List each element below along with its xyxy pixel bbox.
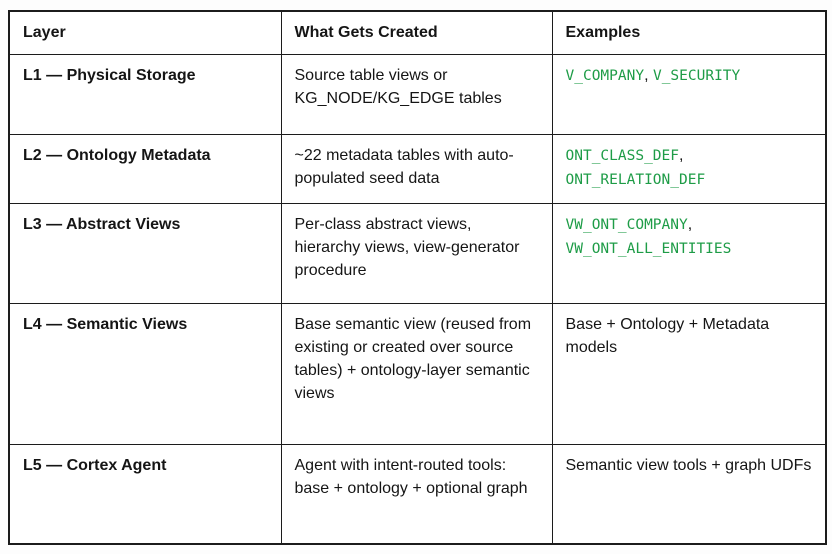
code-text: VW_ONT_COMPANY xyxy=(565,216,688,233)
created-cell: ~22 metadata tables with auto-populated … xyxy=(280,133,553,204)
examples-cell: ONT_CLASS_DEF, ONT_RELATION_DEF xyxy=(551,133,827,204)
layer-cell: L1 — Physical Storage xyxy=(8,53,282,135)
layer-cell: L3 — Abstract Views xyxy=(8,202,282,304)
created-cell: Agent with intent-routed tools: base + o… xyxy=(280,443,553,545)
created-cell: Base semantic view (reused from existing… xyxy=(280,302,553,445)
code-text: V_SECURITY xyxy=(652,67,741,84)
layer-cell: L4 — Semantic Views xyxy=(8,302,282,445)
plain-text: Semantic view tools + graph UDFs xyxy=(565,456,812,474)
examples-cell: Base + Ontology + Metadata models xyxy=(551,302,827,445)
plain-text: , xyxy=(687,215,693,233)
table-row: L2 — Ontology Metadata~22 metadata table… xyxy=(8,133,827,204)
header-row: Layer What Gets Created Examples xyxy=(8,10,827,55)
plain-text: , xyxy=(679,146,684,164)
examples-cell: VW_ONT_COMPANY, VW_ONT_ALL_ENTITIES xyxy=(551,202,827,304)
code-text: ONT_RELATION_DEF xyxy=(565,171,706,188)
examples-cell: Semantic view tools + graph UDFs xyxy=(551,443,827,545)
plain-text: Base + Ontology + Metadata models xyxy=(565,315,770,356)
layers-table: Layer What Gets Created Examples L1 — Ph… xyxy=(8,10,827,545)
column-header-created: What Gets Created xyxy=(280,10,553,55)
layer-cell: L2 — Ontology Metadata xyxy=(8,133,282,204)
plain-text: , xyxy=(644,66,653,84)
code-text: VW_ONT_ALL_ENTITIES xyxy=(565,240,732,257)
examples-cell: V_COMPANY, V_SECURITY xyxy=(551,53,827,135)
layer-cell: L5 — Cortex Agent xyxy=(8,443,282,545)
layers-table-container: Layer What Gets Created Examples L1 — Ph… xyxy=(8,10,827,545)
column-header-examples: Examples xyxy=(551,10,827,55)
code-text: ONT_CLASS_DEF xyxy=(565,147,680,164)
created-cell: Per-class abstract views, hierarchy view… xyxy=(280,202,553,304)
created-cell: Source table views or KG_NODE/KG_EDGE ta… xyxy=(280,53,553,135)
column-header-layer: Layer xyxy=(8,10,282,55)
code-text: V_COMPANY xyxy=(565,67,645,84)
